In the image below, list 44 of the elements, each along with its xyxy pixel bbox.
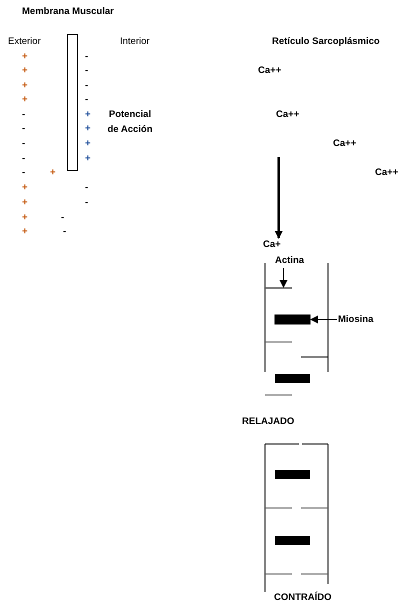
structure-label: Actina: [275, 255, 304, 267]
myosin-bar: [274, 314, 310, 324]
side-label: Interior: [120, 36, 150, 48]
charge-sign: +: [85, 153, 91, 165]
side-label: Exterior: [8, 36, 41, 48]
charge-sign: +: [22, 197, 28, 209]
section-heading: Retículo Sarcoplásmico: [272, 36, 380, 48]
charge-sign: -: [85, 182, 88, 194]
charge-sign: -: [22, 138, 26, 150]
charge-sign: -: [85, 197, 88, 209]
ion-label: Ca++: [375, 167, 398, 179]
state-label: RELAJADO: [242, 416, 294, 428]
ion-label: Ca++: [276, 109, 300, 121]
arrow: [274, 157, 283, 239]
charge-sign: +: [22, 51, 28, 63]
charge-sign: -: [85, 51, 88, 63]
arrow: [310, 316, 338, 324]
arrow: [280, 268, 288, 288]
ion-label: Ca++: [258, 65, 282, 77]
charge-sign: -: [22, 109, 26, 121]
ion-label: Ca++: [333, 138, 356, 150]
ion-label: Ca+: [263, 239, 281, 251]
charge-sign: -: [63, 226, 66, 238]
charge-sign: +: [22, 182, 28, 194]
charge-sign: +: [50, 167, 56, 179]
charge-sign: -: [61, 212, 64, 224]
charge-sign: +: [85, 123, 91, 135]
charge-sign: -: [85, 65, 88, 77]
charge-sign: +: [22, 226, 28, 238]
charge-sign: -: [85, 94, 88, 106]
charge-sign: -: [22, 153, 26, 165]
charge-sign: -: [85, 80, 88, 92]
charge-sign: +: [85, 109, 91, 121]
charge-sign: -: [22, 167, 26, 179]
charge-sign: +: [22, 212, 28, 224]
charge-sign: +: [22, 65, 28, 77]
charge-sign: +: [22, 94, 28, 106]
state-label: CONTRAÍDO: [274, 592, 332, 604]
charge-sign: +: [85, 138, 91, 150]
charge-sign: +: [22, 80, 28, 92]
potential-label: Potencial de Acción: [106, 108, 154, 136]
section-heading: Membrana Muscular: [22, 6, 114, 18]
structure-label: Miosina: [338, 314, 374, 326]
charge-sign: -: [22, 123, 26, 135]
